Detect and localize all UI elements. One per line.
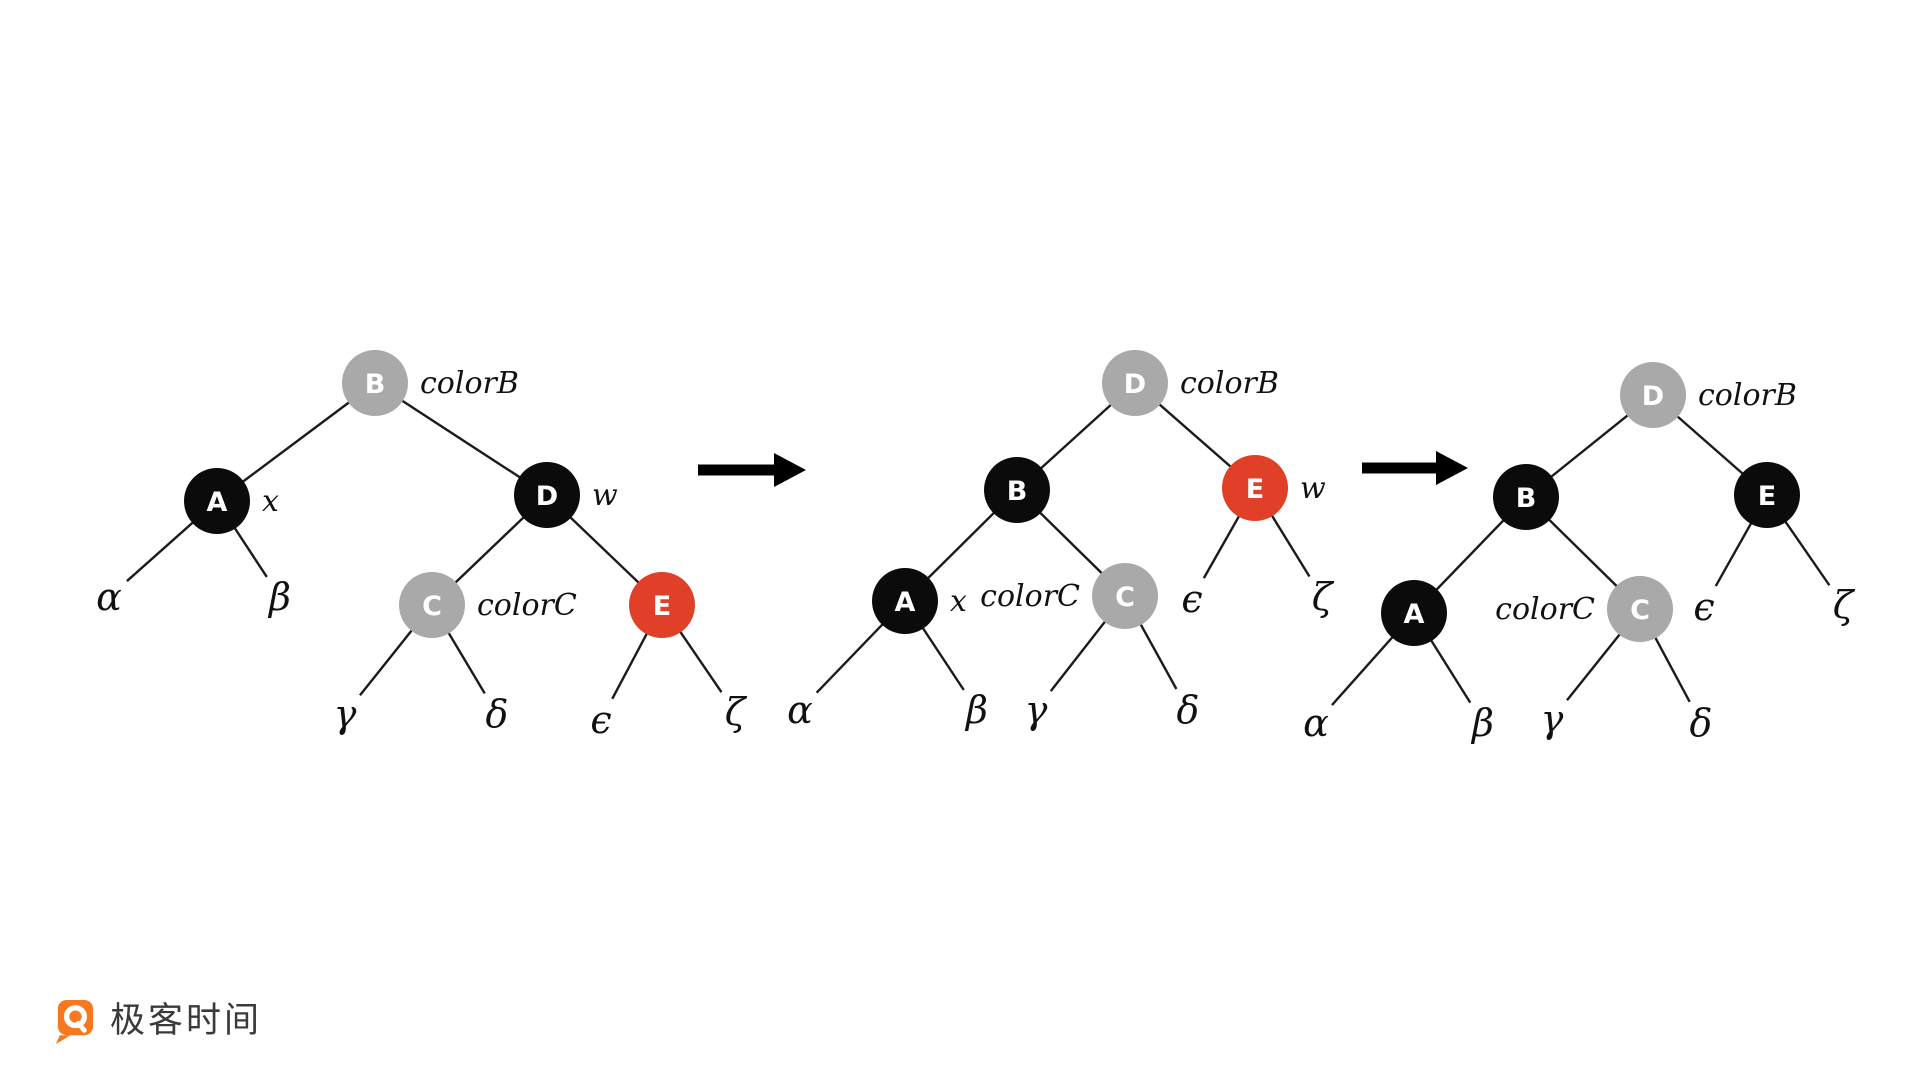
tree-node-E: [1734, 462, 1800, 528]
subtree-label: ζ: [1312, 575, 1335, 619]
arrow-step-1: [698, 453, 806, 487]
node-letter: B: [1007, 476, 1028, 507]
logo-q-ring: [63, 1005, 87, 1029]
node-letter: A: [1404, 599, 1425, 630]
node-annotation: colorB: [1180, 366, 1279, 401]
node-letter: C: [1630, 595, 1650, 626]
node-annotation: w: [592, 478, 618, 513]
node-annotation: colorB: [1698, 378, 1797, 413]
tree-node-C: [399, 572, 465, 638]
tree-node-B: [984, 457, 1050, 523]
node-letter: D: [1642, 381, 1664, 412]
node-annotation: x: [950, 584, 967, 619]
subtree-label: ϵ: [590, 698, 611, 742]
subtree-label: ϵ: [1181, 577, 1202, 621]
tree-node-B: [342, 350, 408, 416]
node-letter: A: [207, 487, 228, 518]
subtree-label: γ: [334, 692, 357, 736]
node-letter: D: [536, 481, 558, 512]
node-annotation: x: [262, 484, 279, 519]
logo-bubble-tail: [55, 1035, 71, 1045]
tree-node-A: [184, 468, 250, 534]
tree-node-E: [1222, 455, 1288, 521]
subtree-label: α: [787, 688, 813, 732]
subtree-label: δ: [1690, 701, 1713, 745]
node-letter: C: [1115, 582, 1135, 613]
subtree-label: β: [267, 575, 291, 619]
node-letter: E: [653, 591, 671, 622]
tree-node-A: [1381, 580, 1447, 646]
node-annotation: w: [1300, 471, 1326, 506]
brand-name: 极客时间: [110, 1001, 263, 1041]
brand-footer: 极客时间: [50, 998, 262, 1045]
arrow-head: [774, 453, 806, 487]
logo-bubble: [57, 999, 94, 1036]
tree-node-A: [872, 568, 938, 634]
node-letter: B: [1516, 483, 1537, 514]
subtree-label: ζ: [725, 690, 748, 734]
subtree-label: δ: [1177, 688, 1200, 732]
subtree-label: γ: [1025, 688, 1048, 732]
tree-node-E: [629, 572, 695, 638]
tree-node-D: [514, 462, 580, 528]
node-letter: B: [365, 369, 386, 400]
tree-node-C: [1607, 576, 1673, 642]
tree-node-C: [1092, 563, 1158, 629]
subtree-label: δ: [486, 692, 509, 736]
node-letter: C: [422, 591, 442, 622]
node-annotation: colorC: [477, 588, 577, 623]
tree-node-B: [1493, 464, 1559, 530]
subtree-label: α: [96, 575, 122, 619]
node-letter: A: [895, 587, 916, 618]
arrow-step-2: [1362, 451, 1468, 485]
subtree-label: β: [964, 688, 988, 732]
arrow-head: [1436, 451, 1468, 485]
node-letter: E: [1758, 481, 1776, 512]
subtree-label: γ: [1541, 697, 1564, 741]
tree-node-D: [1620, 362, 1686, 428]
tree-edge: [374, 381, 548, 497]
subtree-label: β: [1470, 701, 1494, 745]
node-letter: E: [1246, 474, 1264, 505]
node-letter: D: [1124, 369, 1146, 400]
geektime-logo-icon: [55, 999, 94, 1045]
node-annotation: colorB: [420, 366, 519, 401]
node-annotation: colorC: [980, 579, 1080, 614]
subtree-label: ζ: [1833, 583, 1856, 627]
logo-q-tail: [75, 1021, 87, 1033]
subtree-label: ϵ: [1693, 585, 1714, 629]
node-annotation: colorC: [1495, 592, 1595, 627]
subtree-label: α: [1303, 701, 1329, 745]
tree-node-D: [1102, 350, 1168, 416]
